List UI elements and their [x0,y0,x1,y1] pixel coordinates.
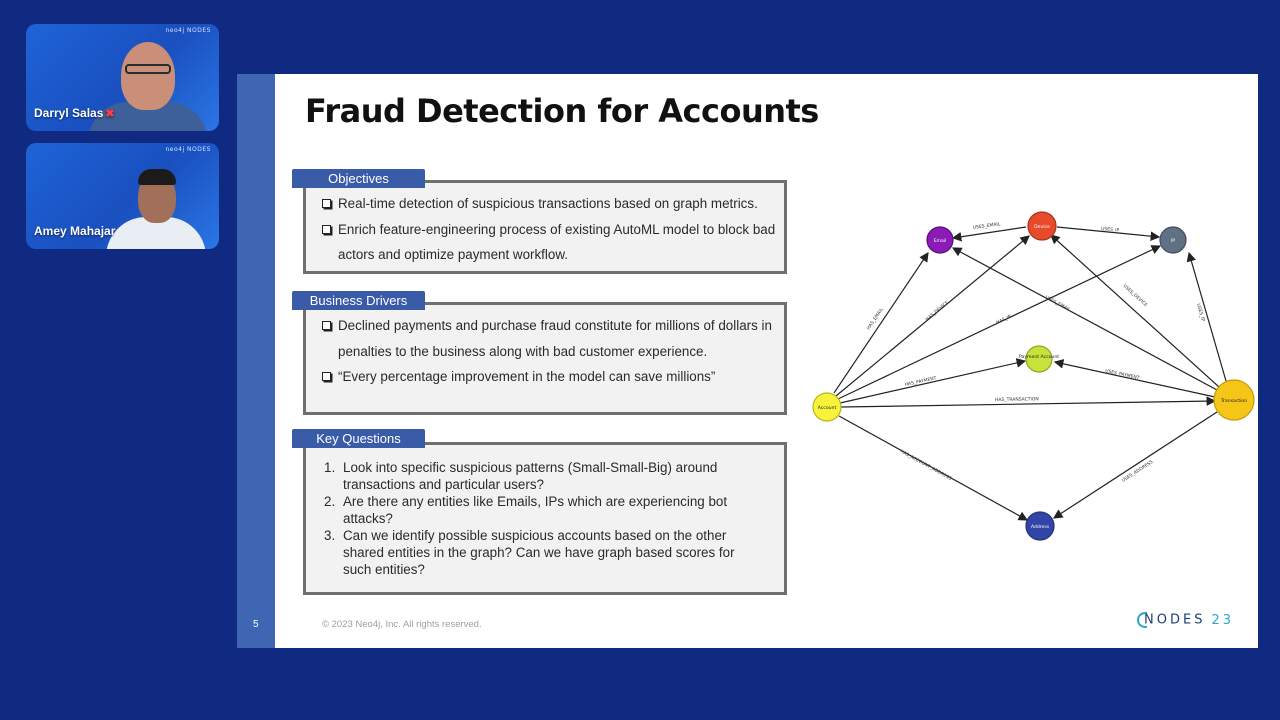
graph-nodes: Email Device IP Payment Account [812,211,1255,541]
node-device: Device [1027,211,1057,241]
slide-content: Fraud Detection for Accounts Real-time d… [275,74,1258,648]
key-questions-panel: 1. Look into specific suspicious patterns… [303,442,787,595]
edge-label: HAS_ACCOUNT_ADDRESS [899,449,953,482]
edge-has-transaction [840,396,1217,408]
nodes-logo-mark [1137,612,1148,628]
edge-uses-address [1052,411,1218,519]
edge-label: USES_PAYMENT [1105,368,1141,381]
edge-label: HAS_DEVICE [924,300,950,323]
question-number: 2. [324,494,336,509]
edge-label: HAS_TRANSACTION [995,396,1039,403]
nodes-logo-word: NODES [1144,612,1206,628]
edge-label: HAS_PAYMENT [904,375,937,388]
edge-label: HAS_EMAIL [866,306,885,331]
edge-label: USES_EMAIL [1044,294,1072,313]
hair [138,169,176,185]
edge-uses-email-top [951,226,1027,242]
node-label: Transaction [1220,398,1247,404]
key-questions-list: 1. Look into specific suspicious patterns… [324,459,764,578]
node-address: Address [1025,511,1055,541]
question-text: Can we identify possible suspicious acco… [343,528,735,577]
edge-has-payment [839,358,1027,404]
edge-uses-ip-tx [1186,251,1227,382]
node-label: Email [934,238,947,244]
edge-uses-email-tx [951,247,1218,391]
graph-model-diagram: USES_EMAIL USES_IP HAS_EMAIL HAS_DEVICE … [805,194,1255,554]
edge-label: HAS_IP [995,314,1012,326]
driver-item: Declined payments and purchase fraud con… [320,313,776,364]
video-tile-amey[interactable]: neo4j NODES Amey Mahajar [26,143,219,249]
edge-has-ip [837,245,1162,400]
node-email: Email [926,226,954,254]
tile-logo: neo4j NODES [165,27,211,34]
question-item: 1. Look into specific suspicious patterns… [324,459,764,493]
edge-label: USES_IP [1101,226,1120,234]
participant-name: Amey Mahajar [34,224,116,238]
objective-item: Real-time detection of suspicious transa… [320,191,776,217]
question-number: 1. [324,460,336,475]
video-tile-darryl[interactable]: neo4j NODES Darryl Salas✖ [26,24,219,131]
slide-title: Fraud Detection for Accounts [305,92,819,130]
driver-item: “Every percentage improvement in the mod… [320,364,776,390]
slide-number: 5 [253,619,259,630]
objectives-tab: Objectives [292,169,425,188]
node-payment-account: Payment Account [1019,345,1059,373]
node-label: Account [818,405,837,411]
slide-side-strip: 5 [237,74,275,648]
question-text: Look into specific suspicious patterns (… [343,460,718,492]
edge-uses-device [1050,234,1220,388]
graph-svg: USES_EMAIL USES_IP HAS_EMAIL HAS_DEVICE … [812,211,1255,541]
node-transaction: Transaction [1213,379,1255,421]
objective-item: Enrich feature-engineering process of ex… [320,217,776,268]
tile-logo: neo4j NODES [165,146,211,153]
nodes-logo: NODES 23 [1137,612,1234,628]
mic-off-icon: ✖ [105,108,115,120]
key-questions-tab: Key Questions [292,429,425,448]
question-text: Are there any entities like Emails, IPs … [343,494,728,526]
question-item: 2. Are there any entities like Emails, IP… [324,493,764,527]
business-drivers-tab: Business Drivers [292,291,425,310]
objectives-panel: Real-time detection of suspicious transa… [303,180,787,274]
glasses-icon [125,64,171,74]
edge-label: USES_IP [1195,303,1206,322]
node-account: Account [812,392,842,422]
objectives-list: Real-time detection of suspicious transa… [320,191,776,268]
edge-label: USES_DEVICE [1122,283,1149,308]
node-label: IP [1171,238,1175,244]
participant-face [121,42,175,110]
business-drivers-panel: Declined payments and purchase fraud con… [303,302,787,415]
copyright-text: © 2023 Neo4j, Inc. All rights reserved. [322,619,482,630]
node-label: Address [1031,524,1050,530]
question-number: 3. [324,528,336,543]
question-item: 3. Can we identify possible suspicious ac… [324,527,764,578]
shared-slide: 5 Fraud Detection for Accounts Real-time… [237,74,1258,648]
edge-has-device [835,235,1030,397]
edge-label: USES_EMAIL [972,221,1001,231]
node-label: Device [1034,224,1050,230]
participant-name: Darryl Salas✖ [34,106,115,120]
node-label: Payment Account [1019,354,1059,360]
edge-uses-payment [1053,359,1216,398]
participant-name-text: Darryl Salas [34,106,104,120]
node-ip: IP [1159,226,1187,254]
edge-has-email [833,252,929,394]
edge-uses-ip-top [1056,226,1161,241]
edge-has-account-address [838,415,1029,521]
graph-edges [833,226,1227,521]
nodes-logo-year: 23 [1211,612,1234,628]
business-drivers-list: Declined payments and purchase fraud con… [320,313,776,390]
